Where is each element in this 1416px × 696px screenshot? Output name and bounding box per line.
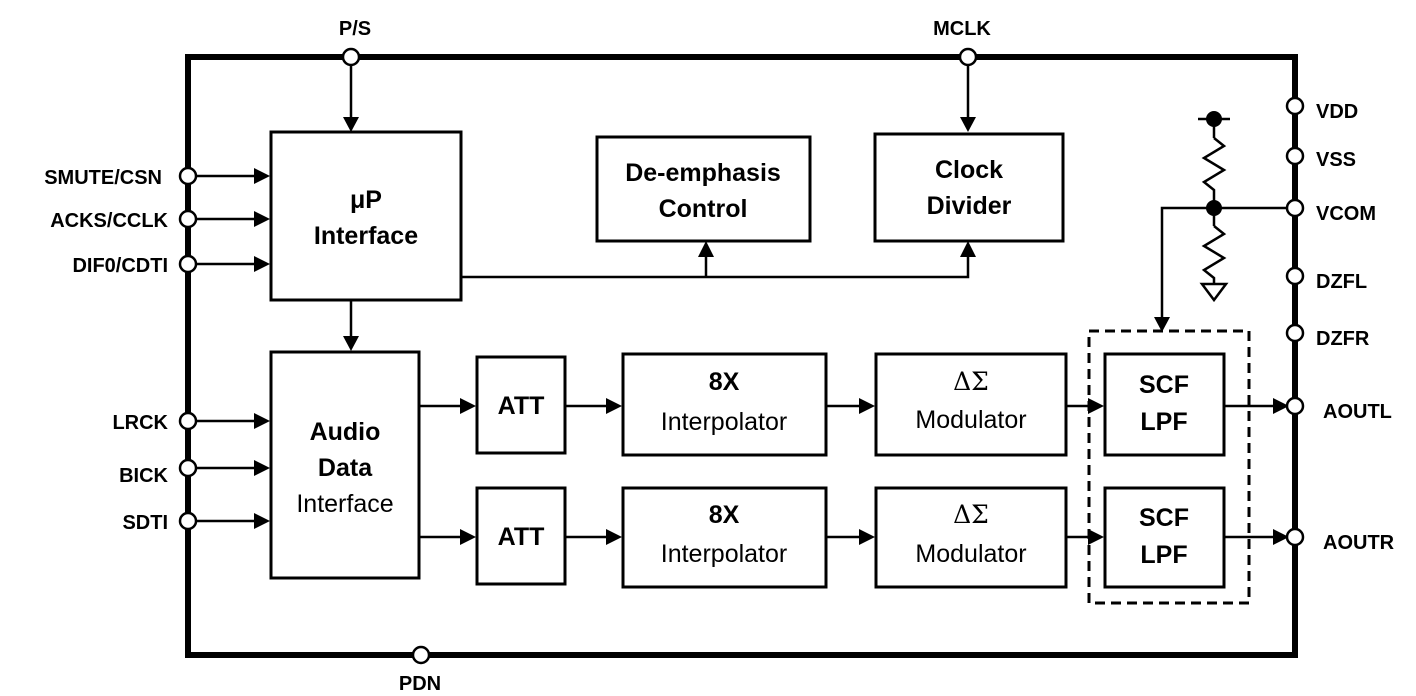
label-dif0-cdti: DIF0/CDTI [72, 255, 168, 277]
scf-left-line1: SCF [1139, 371, 1189, 399]
label-pdn: PDN [399, 673, 441, 695]
pin-aoutl [1285, 396, 1305, 416]
label-lrck: LRCK [112, 412, 168, 434]
pin-dzfr [1285, 323, 1305, 343]
scf-lpf-block-right: SCF LPF [1103, 486, 1226, 589]
chip-outline [185, 54, 1298, 658]
up-interface-block: μP Interface [269, 130, 463, 302]
scf-group-outline [1087, 329, 1251, 605]
interpolator-left-line2: Interpolator [661, 408, 787, 436]
pin-dzfl [1285, 266, 1305, 286]
scf-lpf-block-left: SCF LPF [1103, 352, 1226, 457]
label-ps: P/S [339, 18, 371, 40]
scf-left-line2: LPF [1140, 408, 1187, 436]
modulator-left-line2: Modulator [915, 406, 1026, 434]
label-acks-cclk: ACKS/CCLK [50, 210, 168, 232]
label-bick: BICK [119, 465, 168, 487]
audio-interface-line3: Interface [296, 490, 393, 518]
label-sdti: SDTI [122, 512, 168, 534]
modulator-right-line1: ΔΣ [953, 500, 989, 529]
deemphasis-line2: Control [659, 195, 748, 223]
pin-acks-cclk [178, 209, 198, 229]
scf-right-line1: SCF [1139, 504, 1189, 532]
pin-dif0-cdti [178, 254, 198, 274]
interpolator-left-line1: 8X [709, 368, 740, 396]
interpolator-right-line2: Interpolator [661, 540, 787, 568]
scf-right-line2: LPF [1140, 541, 1187, 569]
deemphasis-line1: De-emphasis [625, 159, 781, 187]
pin-ps [341, 47, 361, 67]
interpolator-right-line1: 8X [709, 501, 740, 529]
modulator-block-left: ΔΣ Modulator [874, 352, 1068, 457]
label-aoutr: AOUTR [1323, 532, 1395, 554]
modulator-right-line2: Modulator [915, 540, 1026, 568]
audio-interface-line1: Audio [310, 418, 381, 446]
label-aoutl: AOUTL [1323, 401, 1392, 423]
pin-pdn [411, 645, 431, 665]
label-vdd: VDD [1316, 101, 1358, 123]
att-block-left: ATT [475, 355, 567, 455]
label-dzfl: DZFL [1316, 271, 1367, 293]
pin-vcom [1285, 198, 1305, 218]
pin-sdti [178, 511, 198, 531]
label-vss: VSS [1316, 149, 1356, 171]
pins [178, 47, 1305, 665]
pin-labels: P/S MCLK SMUTE/CSN ACKS/CCLK DIF0/CDTI L… [44, 18, 1394, 695]
clock-divider-block: Clock Divider [873, 132, 1065, 243]
modulator-left-line1: ΔΣ [953, 367, 989, 396]
pin-vdd [1285, 96, 1305, 116]
att-label-left: ATT [498, 392, 545, 420]
pin-mclk [958, 47, 978, 67]
audio-data-interface-block: Audio Data Interface [269, 350, 421, 580]
audio-interface-line2: Data [318, 454, 373, 482]
up-interface-line1: μP [350, 186, 382, 214]
pin-vss [1285, 146, 1305, 166]
clock-divider-line1: Clock [935, 156, 1003, 184]
interpolator-block-right: 8X Interpolator [621, 486, 828, 589]
pin-bick [178, 458, 198, 478]
clock-divider-line2: Divider [927, 192, 1012, 220]
label-smute-csn: SMUTE/CSN [44, 167, 162, 189]
label-vcom: VCOM [1316, 203, 1376, 225]
interpolator-block-left: 8X Interpolator [621, 352, 828, 457]
att-label-right: ATT [498, 523, 545, 551]
label-dzfr: DZFR [1316, 328, 1370, 350]
att-block-right: ATT [475, 486, 567, 586]
deemphasis-block: De-emphasis Control [595, 135, 812, 243]
up-interface-line2: Interface [314, 222, 418, 250]
pin-smute-csn [178, 166, 198, 186]
label-mclk: MCLK [933, 18, 991, 40]
pin-lrck [178, 411, 198, 431]
wires [196, 63, 1289, 545]
pin-aoutr [1285, 527, 1305, 547]
modulator-block-right: ΔΣ Modulator [874, 486, 1068, 589]
